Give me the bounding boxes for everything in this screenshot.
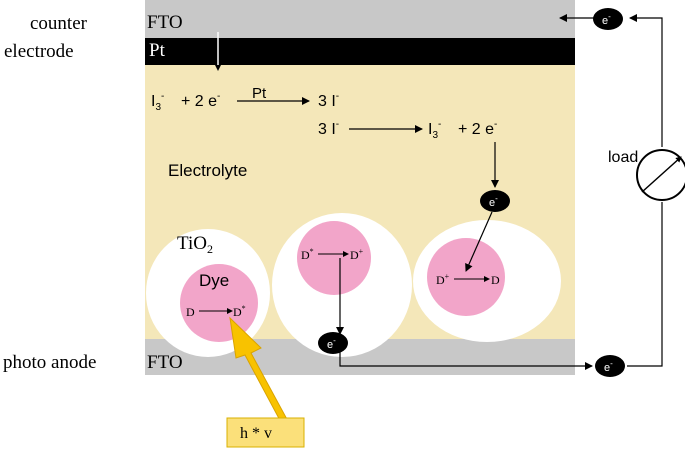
counter-electrode-label-line2: electrode [4,41,74,62]
svg-text:I3-: I3- [428,119,441,141]
anode-electron-path [339,352,593,370]
svg-text:3 I-: 3 I- [318,91,339,110]
svg-text:D*: D* [301,247,314,262]
light-arrow [229,316,290,427]
pt-layer [145,38,575,65]
electrolyte-label: Electrolyte [168,161,247,180]
external-circuit-right [627,202,663,367]
electron-injected: e- [318,332,348,354]
svg-text:D+: D+ [436,272,450,287]
external-circuit-top [629,14,663,147]
light-label: h * v [240,425,272,442]
svg-text:D: D [491,273,500,287]
svg-text:e-: e- [327,336,336,351]
light-label-box [226,417,305,448]
tio2-label: TiO2 [177,233,213,256]
pt-label: Pt [149,40,166,61]
electron-top-circuit: e- [593,8,623,30]
dye-molecule-left [180,264,258,342]
electron-electrolyte: e- [480,190,510,212]
dye-molecule-middle [297,221,371,295]
right-dye-regeneration: D+ D [436,272,500,287]
svg-text:3 I-: 3 I- [318,119,339,138]
svg-text:I3-: I3- [151,91,164,113]
oxidation-reaction: 3 I- I3- + 2 e- [318,119,497,141]
fto-top-layer [145,0,575,38]
svg-text:D+: D+ [350,247,364,262]
dye-label: Dye [199,271,229,290]
load-resistor-icon [636,149,685,201]
pt-catalyst-label: Pt [252,85,267,102]
left-dye-excitation: D D* [186,304,246,319]
dye-molecule-right [427,238,505,316]
svg-text:D*: D* [233,304,246,319]
load-label: load [608,149,638,166]
fto-bottom-label: FTO [147,352,183,373]
counter-electrode-label-line1: counter [30,13,88,34]
photo-anode-label: photo anode [3,352,96,373]
fto-top-label: FTO [147,12,183,33]
regeneration-electron-arrow [465,211,493,272]
svg-text:e-: e- [602,12,611,27]
svg-text:+ 2 e-: + 2 e- [458,119,497,138]
svg-text:+ 2 e-: + 2 e- [181,91,220,110]
electron-bottom-circuit: e- [595,355,625,377]
svg-text:D: D [186,305,195,319]
reduction-reaction: I3- + 2 e- Pt 3 I- [151,85,339,113]
middle-dye-injection: D* D+ [301,247,364,262]
svg-text:e-: e- [489,194,498,209]
svg-text:e-: e- [604,359,613,374]
